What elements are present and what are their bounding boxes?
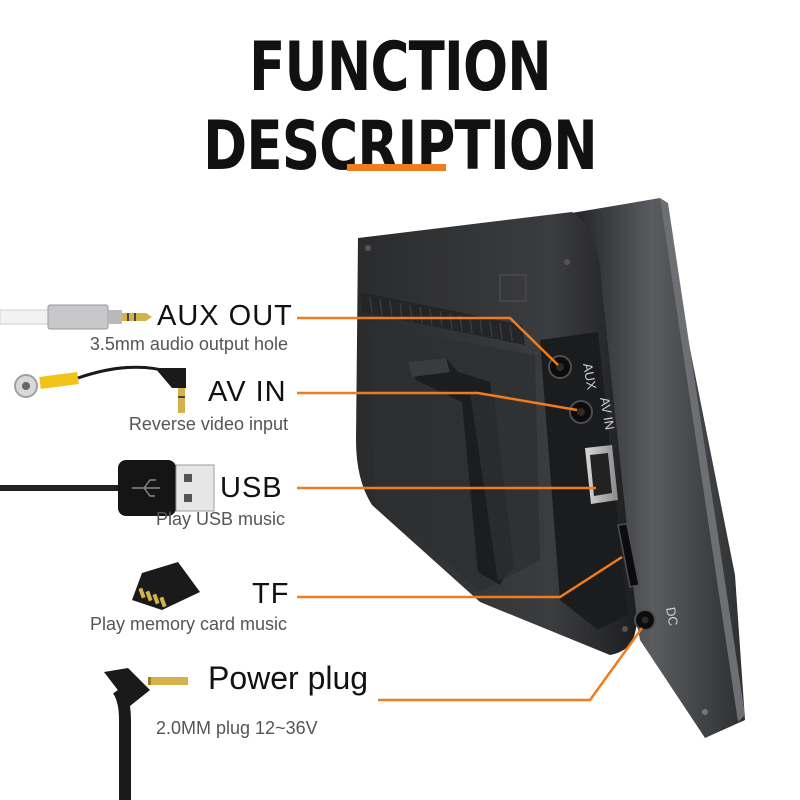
tf-card-icon <box>132 562 200 610</box>
power-plug-icon <box>104 668 188 800</box>
power-plug-label: Power plug <box>208 660 369 696</box>
device-aux-label: AUX <box>580 362 599 391</box>
device-dc-label: DC <box>663 606 681 627</box>
page-title: FUNCTION DESCRIPTION <box>203 28 597 186</box>
callout-lines <box>297 316 644 702</box>
device-avin-label: AV IN <box>597 396 618 431</box>
aux-out-description: 3.5mm audio output hole <box>89 334 288 354</box>
power-plug-description: 2.0MM plug 12~36V <box>156 718 318 738</box>
tf-label: TF <box>252 578 290 610</box>
device-monitor <box>356 198 745 738</box>
aux-cable-icon <box>0 304 152 330</box>
usb-description: Play USB music <box>155 509 285 529</box>
av-in-label: AV IN <box>208 376 287 408</box>
aux-out-label: AUX OUT <box>157 300 293 332</box>
av-cable-icon <box>14 365 186 413</box>
usb-cable-icon <box>0 460 215 516</box>
title-underline <box>347 164 446 171</box>
tf-description: Play memory card music <box>89 614 287 634</box>
usb-label: USB <box>220 472 283 504</box>
av-in-description: Reverse video input <box>128 414 288 434</box>
